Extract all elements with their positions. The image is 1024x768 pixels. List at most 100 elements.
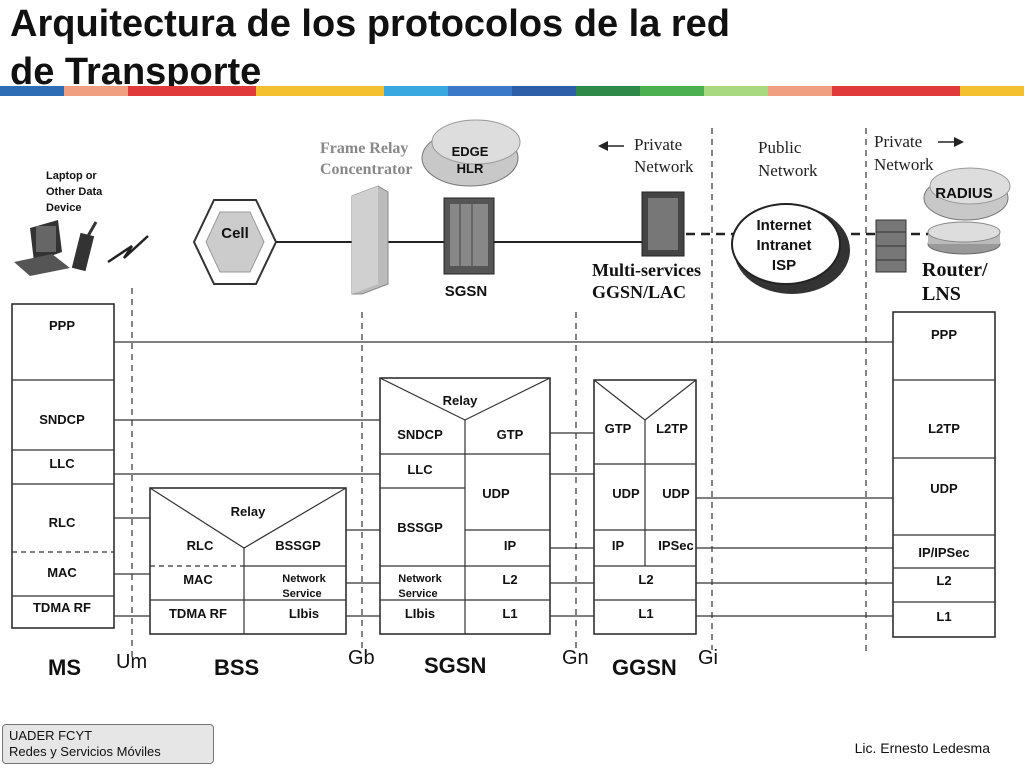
sgsn-bssgp: BSSGP: [397, 520, 443, 535]
label-um: Um: [116, 651, 147, 673]
ggsn-ipsec: IPSec: [658, 538, 693, 553]
multiservices-1: Multi-services: [592, 260, 701, 280]
frame-relay-icon: [351, 185, 389, 295]
color-bar-segment: [448, 86, 512, 96]
footer-line-2: Redes y Servicios Móviles: [9, 744, 161, 759]
title-line-1: Arquitectura de los protocolos de la red: [10, 3, 731, 45]
cloud-intranet: Intranet: [756, 237, 811, 254]
label-gb: Gb: [348, 647, 375, 669]
sgsn-llc: LLC: [407, 462, 433, 477]
label-gi: Gi: [698, 647, 718, 669]
color-bar-segment: [192, 86, 256, 96]
sgsn-gtp: GTP: [497, 427, 524, 442]
cell-label: Cell: [221, 225, 249, 242]
private-right-2: Network: [874, 155, 934, 174]
edge-label: EDGE: [452, 144, 489, 159]
ms-mac: MAC: [47, 565, 77, 580]
hlr-disk-icon: [421, 119, 521, 187]
color-bar-segment: [384, 86, 448, 96]
router-label-2: LNS: [922, 283, 961, 305]
arrow-right-icon: [954, 137, 964, 147]
color-bar-segment: [768, 86, 832, 96]
sgsn-stack: [379, 377, 551, 635]
arrow-left-icon: [598, 141, 608, 151]
ggsn-ip: IP: [612, 538, 625, 553]
label-bss: BSS: [214, 655, 259, 680]
sgsn-l1bis: LIbis: [405, 606, 435, 621]
radius-disk-icon: [923, 167, 1011, 221]
bss-bssgp: BSSGP: [275, 538, 321, 553]
color-bar: [0, 86, 1024, 96]
color-bar-segment: [512, 86, 576, 96]
footer-author: Lic. Ernesto Ledesma: [854, 740, 990, 756]
sgsn-ns-1: Network: [398, 573, 442, 585]
lns-stack: [892, 311, 996, 638]
label-ggsn: GGSN: [612, 655, 677, 680]
sgsn-ip: IP: [504, 538, 517, 553]
ggsn-udp-1: UDP: [612, 486, 640, 501]
bss-mac: MAC: [183, 572, 213, 587]
router-icon: [927, 221, 1001, 255]
firewall-icon: [875, 219, 907, 273]
color-bar-segment: [896, 86, 960, 96]
bss-stack: [149, 487, 347, 635]
cloud-isp: ISP: [772, 257, 796, 274]
color-bar-segment: [960, 86, 1024, 96]
frame-relay-label-2: Concentrator: [320, 161, 412, 178]
private-right-1: Private: [874, 132, 922, 151]
label-sgsn: SGSN: [424, 653, 486, 678]
laptop-label-3: Device: [46, 202, 81, 214]
color-bar-segment: [64, 86, 128, 96]
ggsn-gtp: GTP: [605, 421, 632, 436]
public-1: Public: [758, 138, 802, 157]
color-bar-segment: [320, 86, 384, 96]
sgsn-sndcp: SNDCP: [397, 427, 443, 442]
private-left-2: Network: [634, 157, 694, 176]
color-bar-segment: [832, 86, 896, 96]
connection-lines: [114, 341, 893, 617]
ggsn-l2tp: L2TP: [656, 421, 688, 436]
label-gn: Gn: [562, 647, 589, 669]
bss-rlc: RLC: [187, 538, 214, 553]
router-label-1: Router/: [922, 259, 988, 281]
laptop-label-2: Other Data: [46, 186, 103, 198]
radius-label: RADIUS: [935, 185, 993, 202]
laptop-icon: [14, 220, 70, 276]
lns-udp: UDP: [930, 481, 958, 496]
hlr-label: HLR: [457, 161, 484, 176]
ms-ppp: PPP: [49, 318, 75, 333]
lns-ipipsec: IP/IPSec: [918, 545, 969, 560]
lns-l2tp: L2TP: [928, 421, 960, 436]
sgsn-rack-icon: [443, 197, 495, 275]
sgsn-ns-2: Service: [398, 588, 437, 600]
color-bar-segment: [128, 86, 192, 96]
sgsn-udp: UDP: [482, 486, 510, 501]
ms-tdma: TDMA RF: [33, 600, 91, 615]
cloud-icon: [731, 203, 850, 294]
lns-ppp: PPP: [931, 327, 957, 342]
ggsn-l2: L2: [638, 572, 653, 587]
lns-l1: L1: [936, 609, 951, 624]
sgsn-l1: L1: [502, 606, 517, 621]
sgsn-l2: L2: [502, 572, 517, 587]
phone-icon: [71, 221, 98, 272]
private-left-1: Private: [634, 135, 682, 154]
ggsn-udp-2: UDP: [662, 486, 690, 501]
cloud-internet: Internet: [756, 217, 811, 234]
color-bar-segment: [704, 86, 768, 96]
ggsn-stack: [593, 379, 697, 635]
laptop-label-1: Laptop or: [46, 170, 97, 182]
label-ms: MS: [48, 655, 81, 680]
ggsn-rack-icon: [641, 191, 685, 257]
radio-wave-icon: [107, 235, 149, 264]
sgsn-relay: Relay: [443, 393, 478, 408]
page-title: Arquitectura de los protocolos de la red…: [10, 0, 910, 96]
ms-llc: LLC: [49, 456, 75, 471]
bss-tdma: TDMA RF: [169, 606, 227, 621]
frame-relay-label-1: Frame Relay: [320, 140, 408, 157]
bss-ns-1: Network: [282, 573, 326, 585]
public-2: Network: [758, 161, 818, 180]
ms-sndcp: SNDCP: [39, 412, 85, 427]
sgsn-top-label: SGSN: [445, 283, 488, 300]
